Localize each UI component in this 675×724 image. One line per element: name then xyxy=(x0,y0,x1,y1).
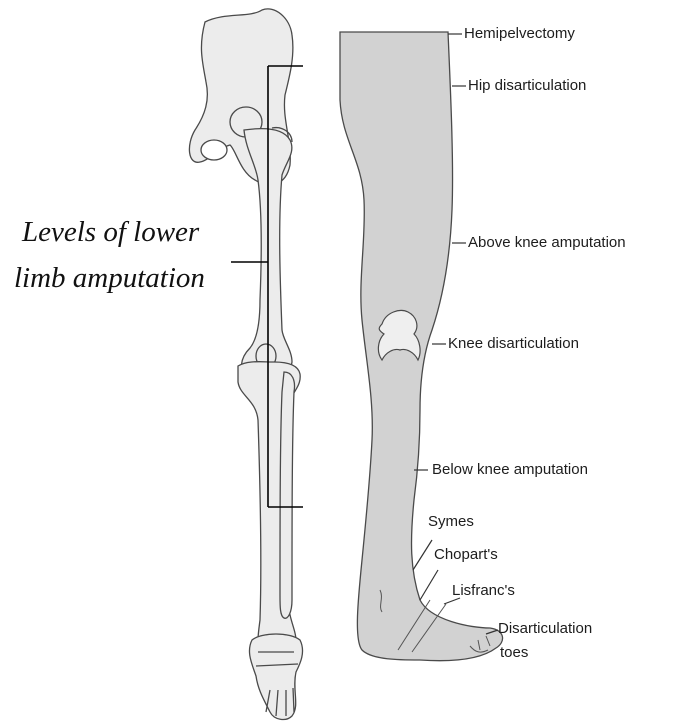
skeleton-illustration xyxy=(189,9,302,720)
label-toes: toes xyxy=(500,644,528,662)
label-lisfrancs: Lisfranc's xyxy=(452,582,515,600)
caption-line-1: Levels of lower xyxy=(22,214,199,250)
label-hip-disarticulation: Hip disarticulation xyxy=(468,77,586,95)
label-above-knee-amputation: Above knee amputation xyxy=(468,234,626,252)
label-below-knee-amputation: Below knee amputation xyxy=(432,461,588,479)
caption-line-2: limb amputation xyxy=(14,260,205,296)
fibula-bone xyxy=(280,372,295,618)
label-knee-disarticulation: Knee disarticulation xyxy=(448,335,579,353)
label-hemipelvectomy: Hemipelvectomy xyxy=(464,25,575,43)
label-symes: Symes xyxy=(428,513,474,531)
label-disarticulation: Disarticulation xyxy=(498,620,592,638)
acetabulum xyxy=(201,140,227,160)
label-choparts: Chopart's xyxy=(434,546,498,564)
tarsal-bones xyxy=(249,634,302,719)
